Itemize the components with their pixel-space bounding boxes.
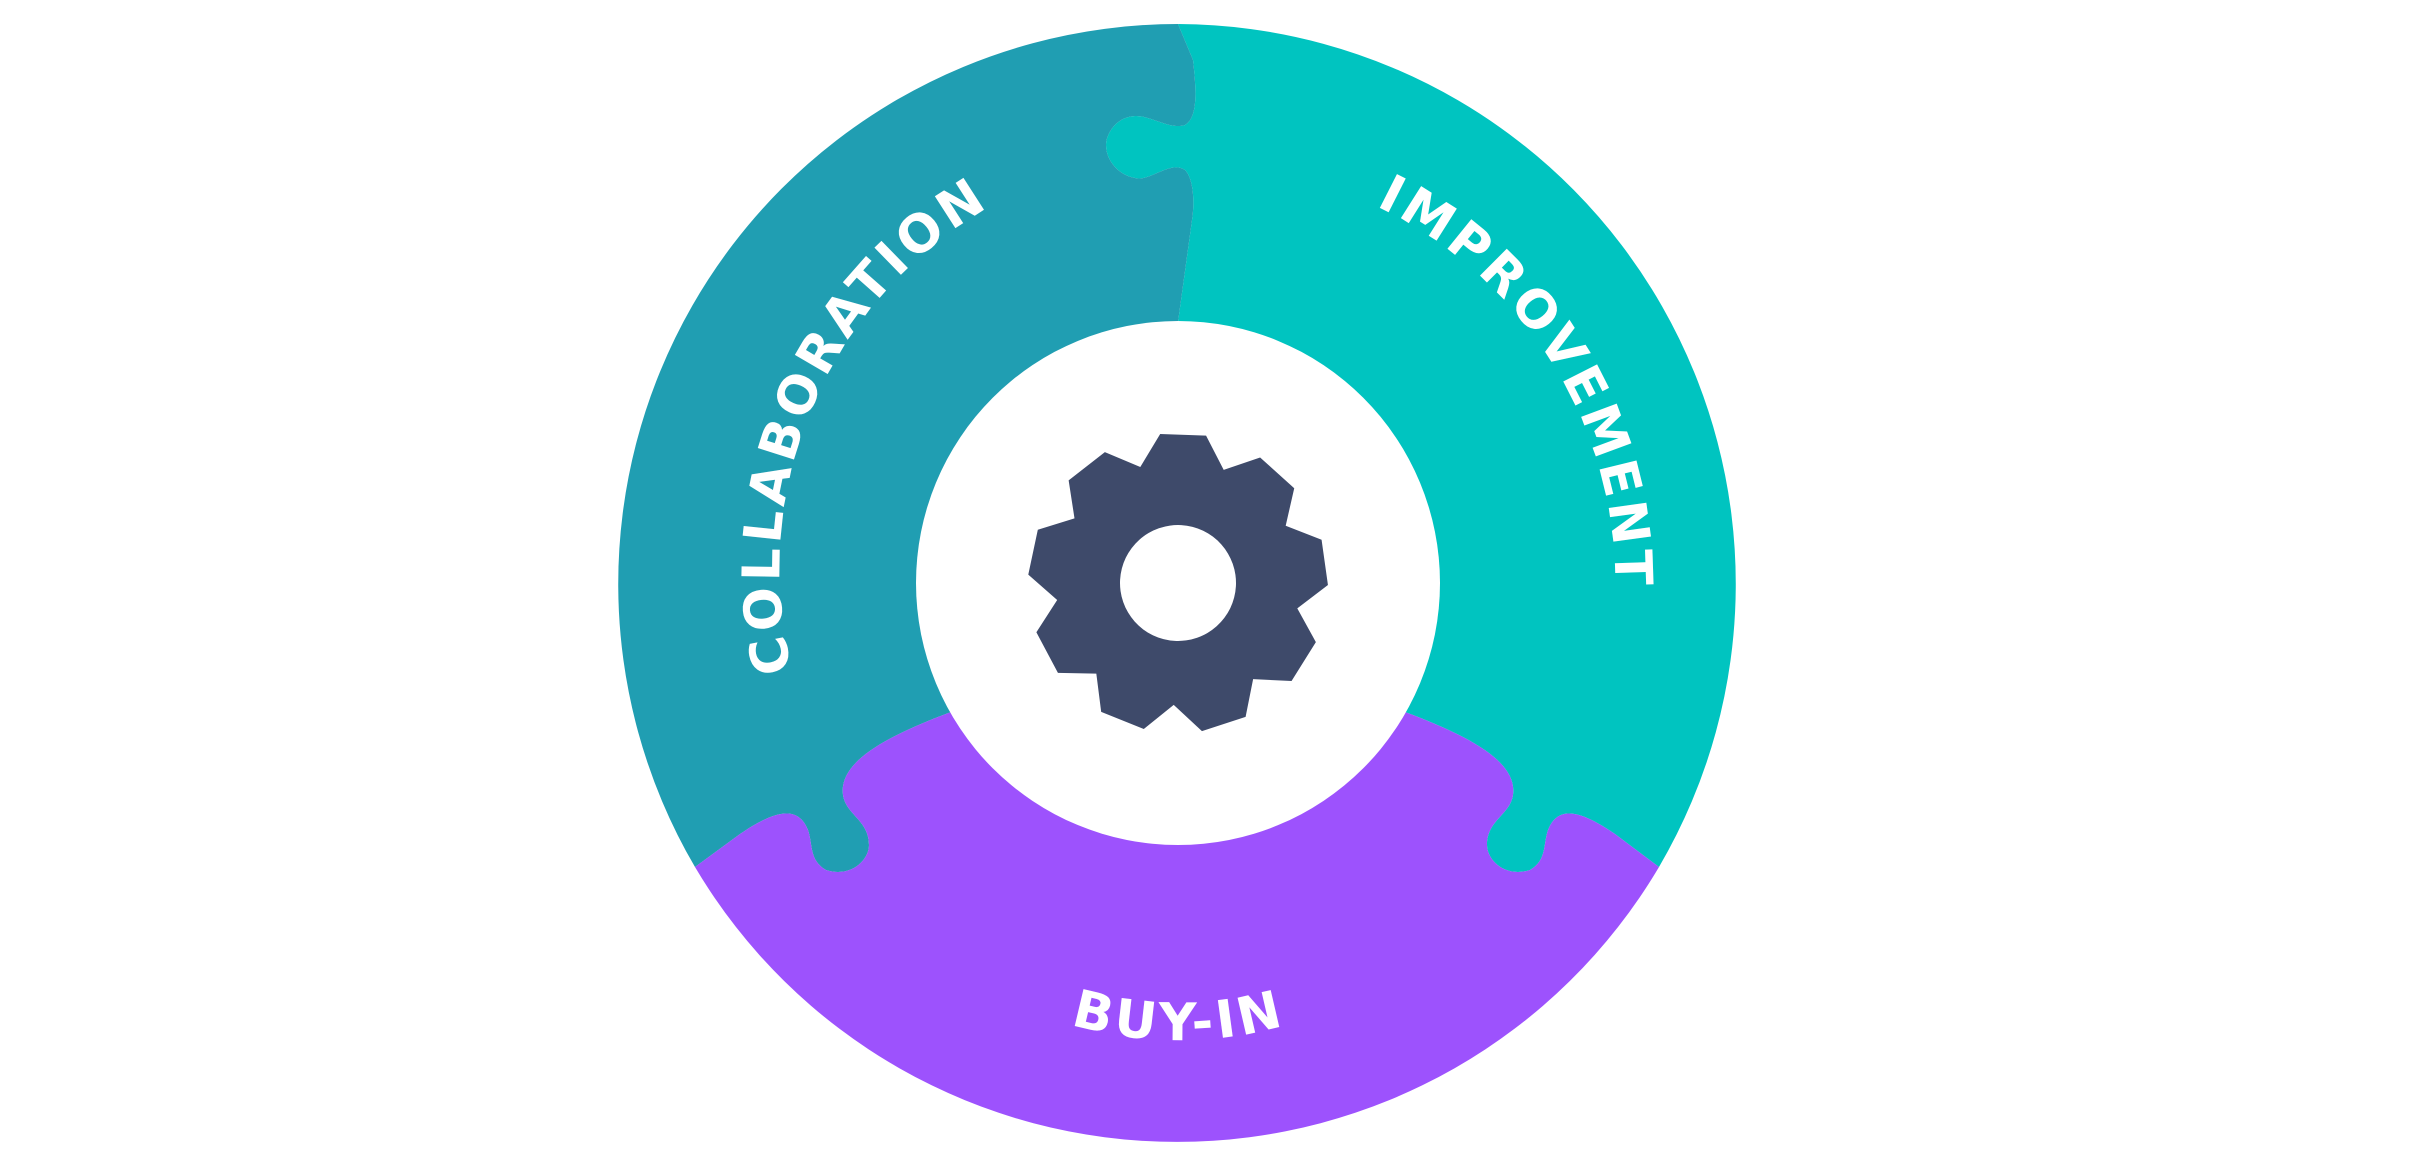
- segment-improvement: [1106, 24, 1736, 872]
- segment-collaboration: [618, 24, 1196, 872]
- gear-icon: [1028, 434, 1328, 732]
- segment-buy-in: [695, 712, 1659, 1142]
- center-disc: [916, 321, 1440, 845]
